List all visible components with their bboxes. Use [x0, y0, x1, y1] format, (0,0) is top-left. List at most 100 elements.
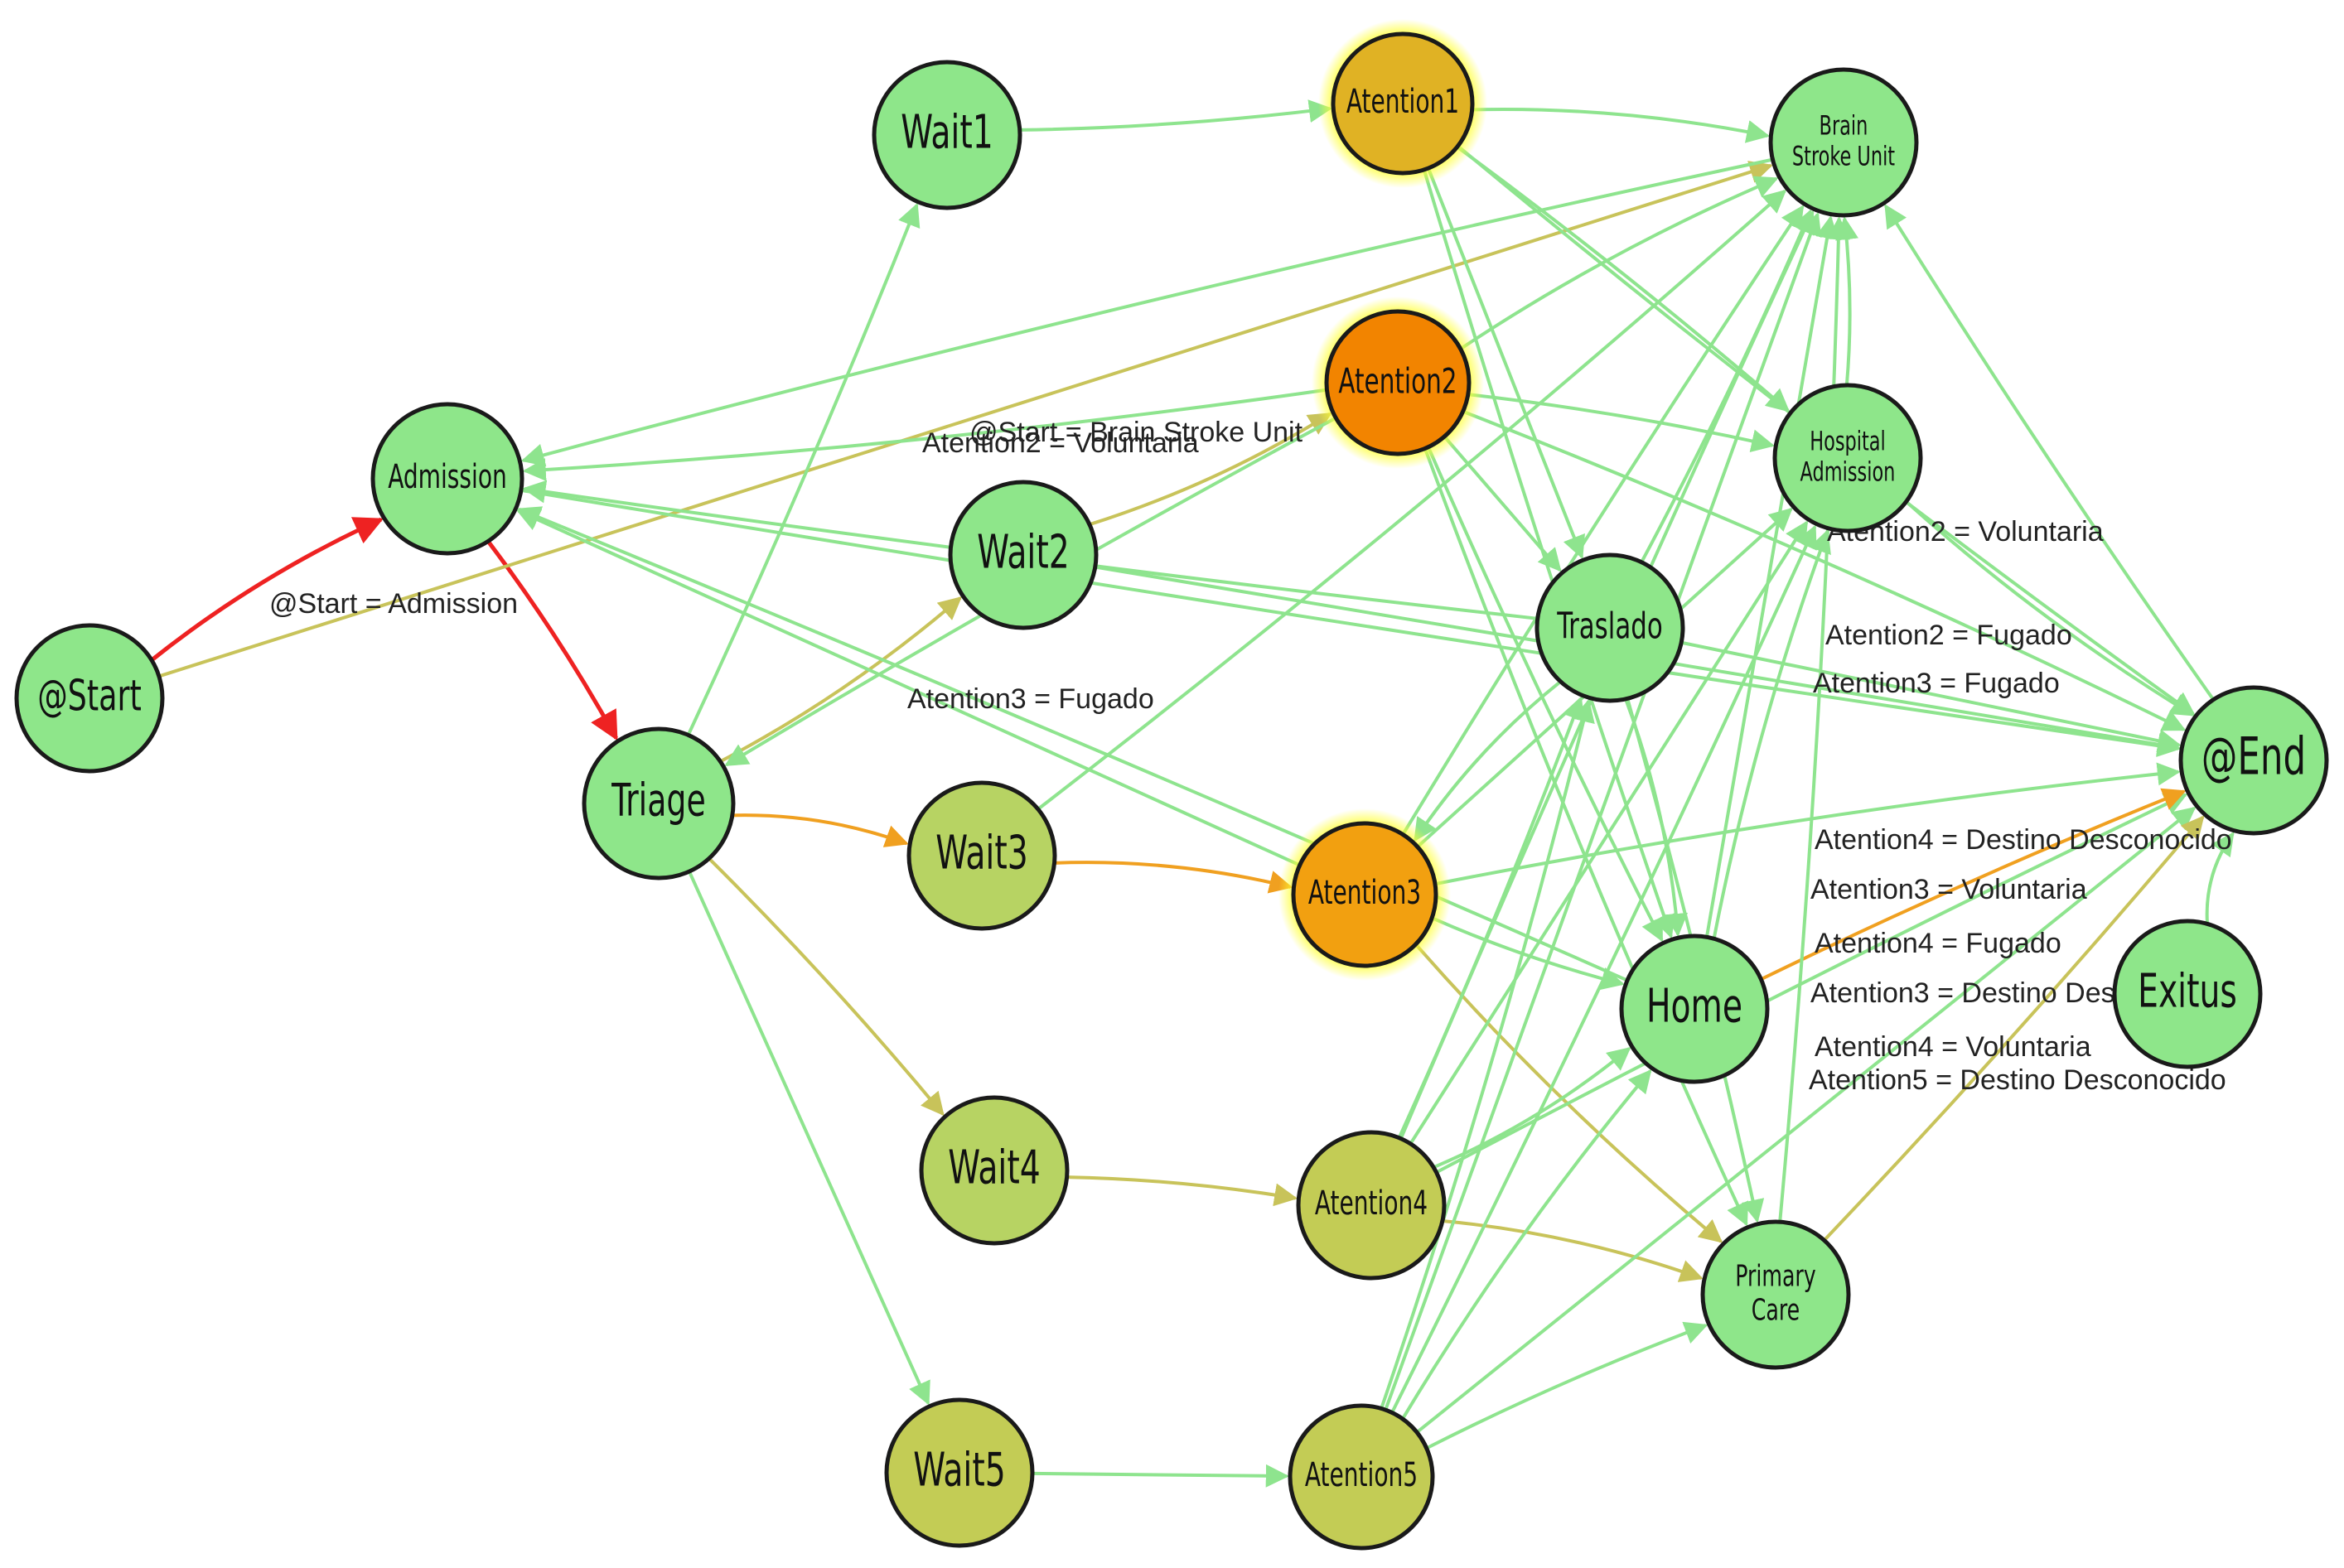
edge-hospital-to-brain [1835, 216, 1858, 386]
edge-atention5-to-traslado [1380, 698, 1595, 1410]
node-circle [872, 60, 1022, 210]
node-label: Wait3 [935, 825, 1027, 880]
edge-atention1-to-brain [1472, 107, 1771, 143]
edge-atention4-to-end [1435, 793, 2188, 1175]
node-circle [884, 1397, 1035, 1548]
node-atention1[interactable]: Atention1 [1318, 19, 1487, 188]
edge-atention2-to-traslado [1443, 435, 1562, 572]
node-circle [370, 402, 524, 556]
edge-exitus-to-end [2205, 832, 2235, 924]
edge-home-to-end [1760, 788, 2187, 982]
node-start[interactable]: @Start [14, 623, 165, 774]
edge-label: Atention5 = Destino Desconocido [1809, 1064, 2226, 1096]
edge-atention5-to-home [1401, 1069, 1652, 1420]
edge-wait3-to-atention3 [1054, 861, 1293, 894]
node-atention2[interactable]: Atention2 [1312, 297, 1484, 469]
node-circle [14, 623, 165, 774]
edge-label: Atention3 = Fugado [1813, 668, 2060, 699]
node-traslado[interactable]: Traslado [1534, 552, 1685, 703]
edge-start-to-admission [150, 517, 384, 662]
edge-atention5-to-brain [1384, 211, 1822, 1411]
node-circle [1331, 31, 1475, 176]
edge-primary-to-brain [1778, 216, 1850, 1223]
edge-end-to-brain [1884, 204, 2215, 701]
node-label: @Start [37, 670, 142, 720]
edge-home-to-hospital [1712, 529, 1831, 939]
edge-triage-to-wait1 [686, 202, 921, 736]
node-wait5[interactable]: Wait5 [884, 1397, 1035, 1548]
node-circle [1296, 1130, 1447, 1281]
edge-label: Atention4 = Destino Desconocido [1815, 824, 2232, 856]
node-label: Admission [388, 458, 507, 496]
edge-atention1-to-traslado [1426, 167, 1585, 560]
edge-atention2-to-admission [522, 388, 1327, 482]
node-label: Home [1646, 978, 1742, 1033]
edge-label: Atention2 = Fugado [1825, 620, 2072, 651]
node-atention3[interactable]: Atention3 [1278, 808, 1451, 981]
node-circle [2178, 685, 2329, 836]
edge-label: Atention4 = Fugado [1815, 928, 2061, 959]
node-label: Wait4 [948, 1140, 1040, 1194]
edge-atention3-to-home [1431, 916, 1625, 991]
node-label: Triage [611, 774, 705, 826]
node-circle [1324, 309, 1472, 456]
edge-primary-to-end [1823, 815, 2205, 1242]
node-wait2[interactable]: Wait2 [948, 480, 1099, 630]
edge-atention2-to-hospital [1467, 393, 1776, 452]
edge-atention4-to-primary [1442, 1219, 1704, 1282]
node-exitus[interactable]: Exitus [2112, 919, 2263, 1069]
edge-label: Atention3 = Voluntaria [1810, 874, 2087, 905]
node-wait4[interactable]: Wait4 [919, 1095, 1070, 1246]
edge-atention3-to-brain [1401, 205, 1805, 836]
node-label: Atention5 [1305, 1456, 1418, 1494]
node-atention4[interactable]: Atention4 [1296, 1130, 1447, 1281]
node-circle [2112, 919, 2263, 1069]
edge-triage-to-wait2 [719, 596, 963, 764]
edge-atention3-to-admission [516, 509, 1301, 867]
edge-wait2-to-atention2 [1089, 412, 1332, 527]
edge-atention5-to-primary [1425, 1321, 1708, 1450]
edge-label: Atention4 = Voluntaria [1815, 1031, 2091, 1063]
edge-atention3-to-end [1434, 762, 2181, 886]
node-circle [1768, 67, 1919, 218]
edge-label: @Start = Brain Stroke Unit [969, 417, 1303, 448]
edge-atention2-to-brain [1459, 176, 1779, 350]
edge-atention1-to-hospital [1456, 145, 1791, 413]
node-label: Traslado [1556, 605, 1662, 647]
node-wait1[interactable]: Wait1 [872, 60, 1022, 210]
node-label: Atention1 [1346, 83, 1459, 121]
node-circle [948, 480, 1099, 630]
node-atention5[interactable]: Atention5 [1288, 1403, 1435, 1551]
node-label: Wait1 [901, 104, 993, 159]
edge-admission-to-end [520, 488, 2181, 758]
edge-traslado-to-brain [1640, 209, 1814, 563]
edge-hospital-to-end [1905, 500, 2195, 716]
node-label: @End [2201, 727, 2306, 787]
node-triage[interactable]: Triage [582, 726, 736, 880]
edge-atention2-to-primary [1423, 447, 1748, 1227]
edge-atention4-to-hospital [1409, 520, 1809, 1145]
edges-layer [150, 99, 2235, 1488]
edge-traslado-to-end [1680, 640, 2182, 753]
node-admission[interactable]: Admission [370, 402, 524, 556]
edge-wait1-to-atention1 [1019, 99, 1332, 132]
node-end[interactable]: @End [2178, 685, 2329, 836]
node-label: Wait2 [977, 524, 1069, 579]
edge-admission-to-triage [486, 539, 618, 741]
edge-triage-to-wait4 [708, 857, 945, 1117]
edge-traslado-to-atention3 [1414, 680, 1562, 842]
edge-label: Atention3 = Fugado [907, 683, 1154, 715]
node-label: Exitus [2138, 963, 2237, 1018]
node-circle [1772, 383, 1923, 533]
node-home[interactable]: Home [1619, 934, 1770, 1084]
node-circle [1619, 934, 1770, 1084]
edge-wait4-to-atention4 [1066, 1175, 1298, 1207]
node-wait3[interactable]: Wait3 [906, 780, 1057, 931]
edge-atention4-to-home [1433, 1046, 1631, 1170]
edge-triage-to-wait5 [688, 871, 930, 1406]
